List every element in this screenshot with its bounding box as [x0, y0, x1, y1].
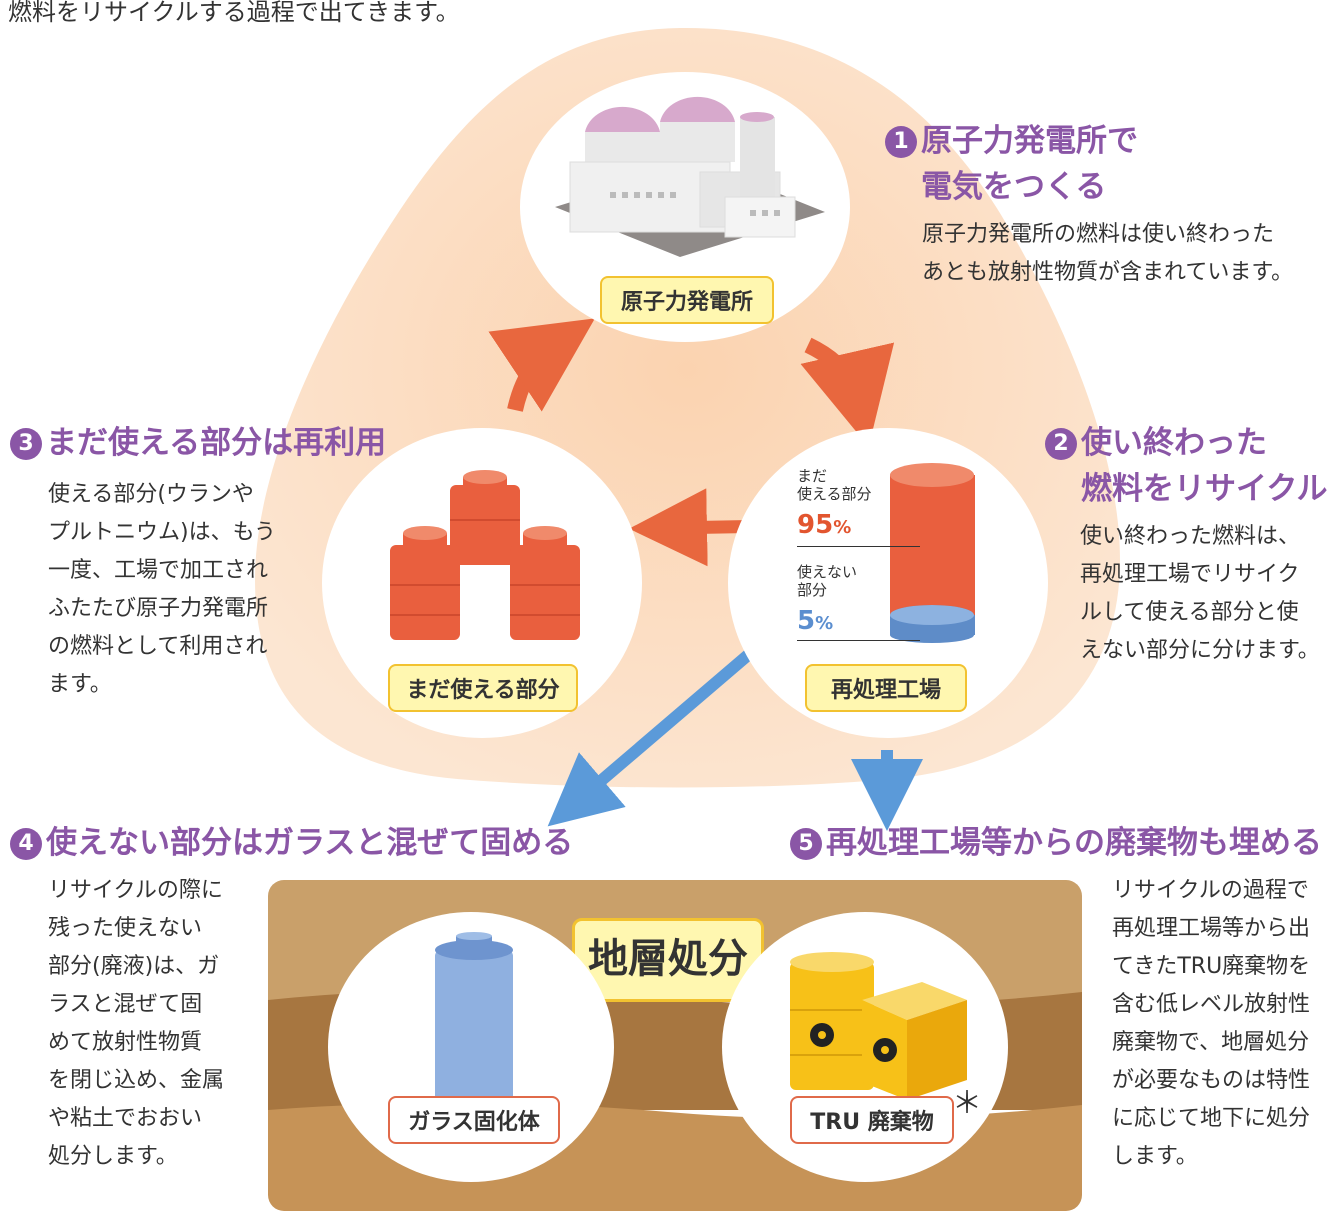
step3-body: 使える部分(ウランや プルトニウム)は、もう 一度、工場で加工され ふたたび原子… [48, 482, 276, 697]
step1-body: 原子力発電所の燃料は使い終わった あとも放射性物質が含まれています。 [922, 222, 1294, 285]
unusable-part-label: 使えない 部分 [797, 563, 858, 599]
reprocessing-label: 再処理工場 [805, 664, 967, 712]
unusable-percent: 5% [797, 606, 834, 636]
step5-body: リサイクルの過程で 再処理工場等から出 てきたTRU廃棄物を 含む低レベル放射性… [1112, 878, 1311, 1169]
reprocessing-cylinders [890, 463, 975, 643]
power-plant-illustration [555, 96, 825, 257]
power-plant-label: 原子力発電所 [600, 276, 774, 324]
usable-divider [797, 546, 920, 547]
arrow-reusable-to-plant [488, 318, 595, 412]
glass-label: ガラス固化体 [388, 1096, 560, 1144]
unusable-divider [797, 640, 920, 641]
intro-text: 燃料をリサイクルする過程で出てきます。 [8, 0, 460, 26]
tru-label: TRU 廃棄物 [790, 1096, 954, 1144]
step4-body: リサイクルの際に 残った使えない 部分(廃液)は、ガ ラスと混ぜて固 めて放射性… [48, 878, 225, 1169]
glass-canister [435, 932, 513, 1105]
usable-percent: 95% [797, 510, 852, 540]
footnote-asterisk: ＊ [952, 1086, 982, 1121]
arrow-plant-to-reprocessing [800, 337, 895, 447]
tru-waste-drums [790, 952, 967, 1100]
step2-body: 使い終わった燃料は、 再処理工場でリサイク ルして使える部分と使 えない部分に分… [1080, 524, 1320, 663]
reusable-fuel-illustration [390, 470, 580, 640]
reusable-label: まだ使える部分 [388, 664, 578, 712]
usable-part-label: まだ 使える部分 [797, 467, 872, 503]
